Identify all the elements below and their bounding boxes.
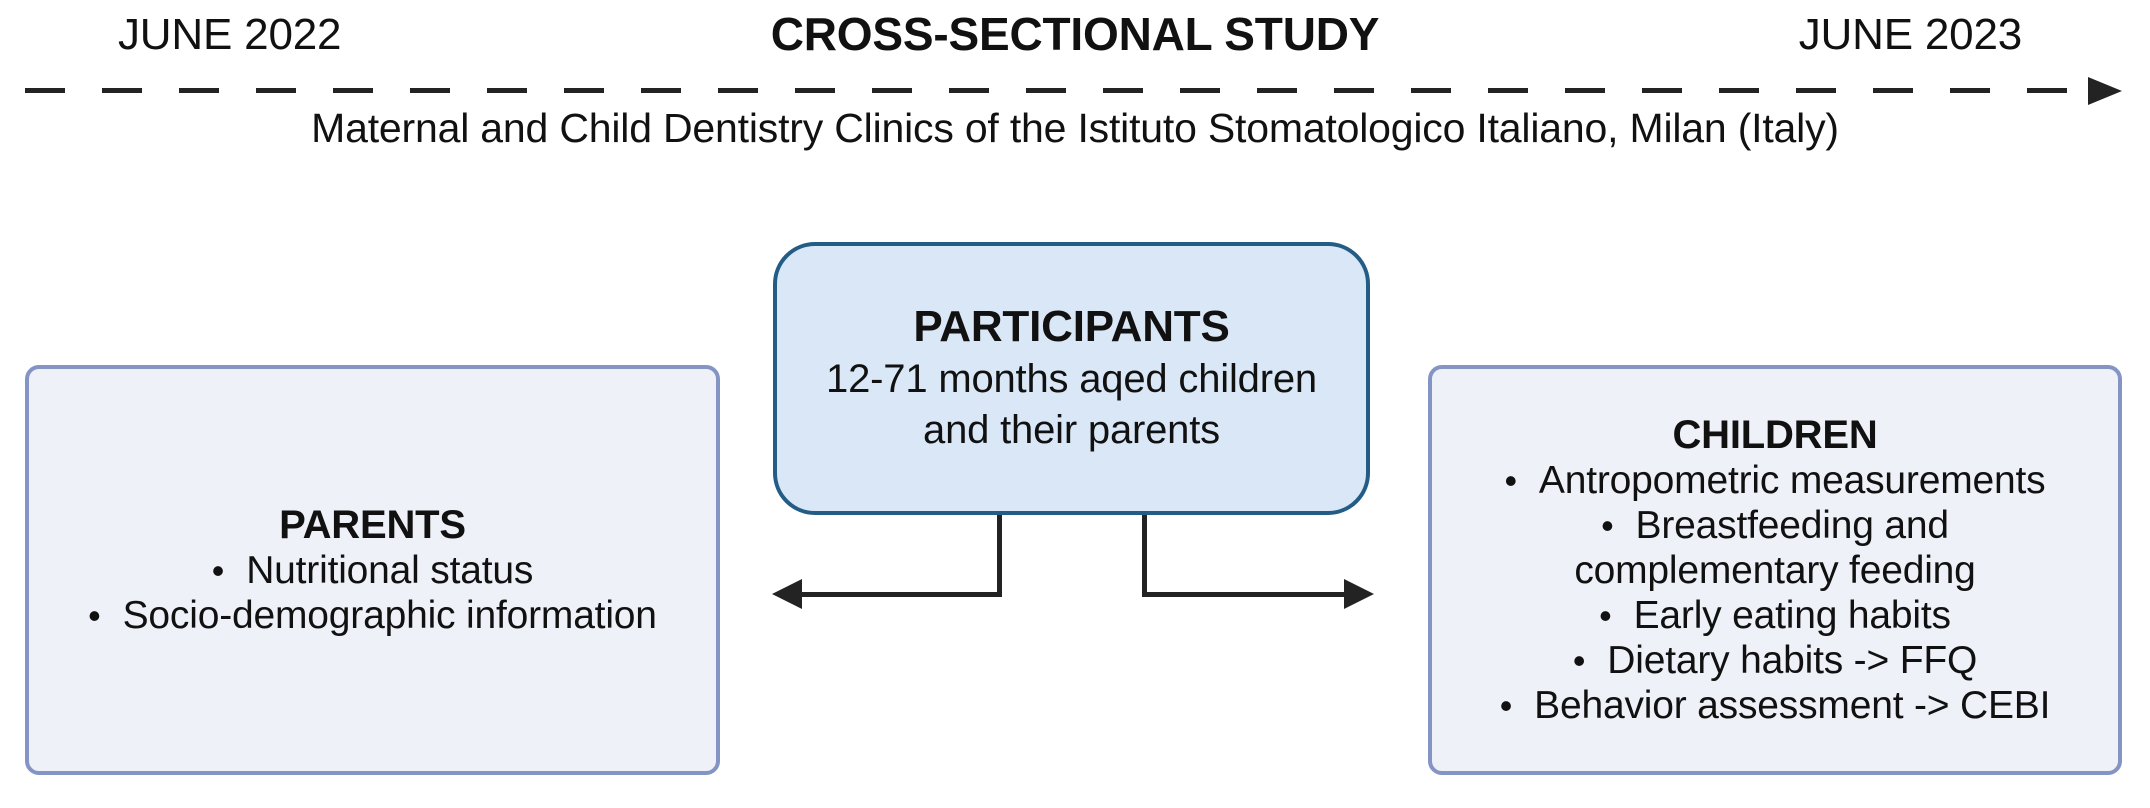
location-label: Maternal and Child Dentistry Clinics of …: [311, 105, 1839, 151]
list-item-text: Antropometric measurements: [1538, 458, 2046, 502]
connector-left-horizontal-line: [798, 592, 1002, 597]
list-item-text: Socio-demographic information: [122, 593, 657, 637]
list-item: • Breastfeeding and: [1500, 503, 2051, 548]
connector-right-arrowhead-icon: [1344, 579, 1374, 609]
timeline-start-label: JUNE 2022: [118, 10, 342, 59]
bullet-icon: •: [1504, 459, 1518, 501]
list-item: • Dietary habits -> FFQ: [1500, 638, 2051, 683]
list-item: • Early eating habits: [1500, 593, 2051, 638]
parents-list: •Nutritional status•Socio-demographic in…: [88, 548, 657, 638]
connector-left-vertical-line: [997, 515, 1002, 596]
list-item: • Antropometric measurements: [1500, 458, 2051, 503]
children-title: CHILDREN: [1672, 412, 1878, 457]
list-item-text: Breastfeeding and: [1635, 503, 1950, 547]
parents-title: PARENTS: [279, 502, 466, 547]
list-item-text: Behavior assessment -> CEBI: [1534, 683, 2051, 727]
list-item-text: Early eating habits: [1633, 593, 1951, 637]
list-item: • Socio-demographic information: [88, 593, 657, 638]
list-item: complementary feeding: [1500, 548, 2051, 593]
participants-line-1: 12-71 months aqed children: [826, 356, 1317, 401]
list-item-text: Nutritional status: [246, 548, 534, 592]
list-item: • Behavior assessment -> CEBI: [1500, 683, 2051, 728]
bullet-icon: •: [88, 594, 101, 636]
parents-box: PARENTS •Nutritional status•Socio-demogr…: [25, 365, 720, 775]
participants-line-2: and their parents: [923, 407, 1220, 452]
children-box: CHILDREN •Antropometric measurements•Bre…: [1428, 365, 2122, 775]
list-item: • Nutritional status: [88, 548, 657, 593]
connector-left-arrowhead-icon: [772, 579, 802, 609]
bullet-icon: •: [1601, 504, 1614, 546]
participants-title: PARTICIPANTS: [913, 301, 1230, 351]
children-list: •Antropometric measurements•Breastfeedin…: [1500, 458, 2051, 728]
timeline-dashed-line: [25, 88, 2088, 93]
bullet-icon: •: [211, 549, 225, 591]
connector-right-horizontal-line: [1142, 592, 1346, 597]
timeline-right-arrowhead-icon: [2088, 77, 2122, 105]
bullet-icon: •: [1599, 594, 1612, 636]
connector-right-vertical-line: [1142, 515, 1147, 596]
list-item-text: Dietary habits -> FFQ: [1607, 638, 1978, 682]
bullet-icon: •: [1572, 639, 1586, 681]
list-item-text: complementary feeding: [1574, 548, 1976, 592]
bullet-icon: •: [1499, 684, 1513, 726]
participants-box: PARTICIPANTS 12-71 months aqed children …: [773, 242, 1370, 515]
page-title: CROSS-SECTIONAL STUDY: [770, 8, 1380, 60]
timeline-end-label: JUNE 2023: [1798, 10, 2022, 59]
